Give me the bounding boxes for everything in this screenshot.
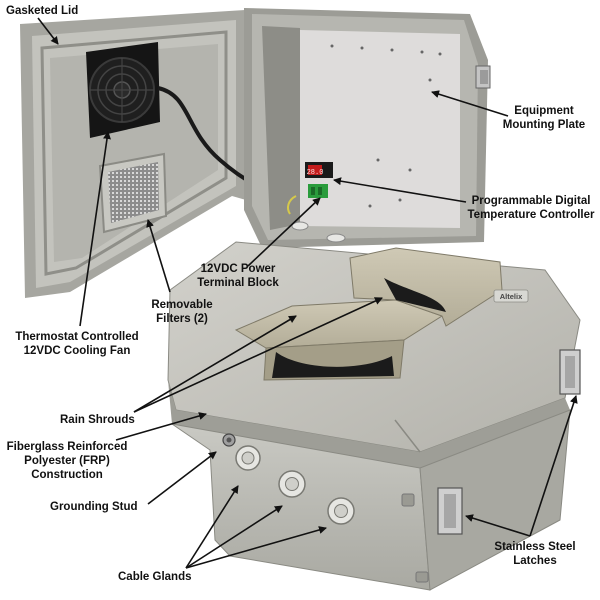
arrow-cable-gland-2 (185, 505, 283, 569)
cable-gland (327, 497, 355, 525)
arrow-rain-shroud-1 (133, 315, 297, 413)
cooling-fan (86, 42, 160, 138)
arrow-frp (115, 412, 207, 441)
latch-right (559, 349, 581, 395)
label-cooling-fan: Thermostat Controlled 12VDC Cooling Fan (15, 331, 139, 357)
svg-text:Altelix: Altelix (500, 292, 523, 301)
mounting-tab (401, 493, 415, 507)
rain-shroud-front (234, 299, 444, 381)
label-programmable-controller: Programmable Digital Temperature Control… (467, 195, 595, 221)
arrow-controller (333, 177, 467, 203)
terminal-block (287, 184, 328, 215)
label-equipment-mounting-plate: Equipment Mounting Plate (502, 105, 586, 131)
arrow-mounting-plate (431, 90, 509, 117)
arrow-grounding-stud (147, 451, 217, 505)
label-stainless-latches: Stainless Steel Latches (494, 541, 576, 567)
label-gasketed-lid: Gasketed Lid (6, 5, 79, 17)
cable-gland (278, 470, 306, 498)
arrow-cable-gland-1 (185, 485, 239, 569)
arrow-latch-2 (465, 514, 531, 537)
arrow-rain-shroud-2 (133, 297, 383, 413)
svg-text:28.0: 28.0 (307, 169, 324, 177)
mounting-tab (415, 571, 429, 583)
label-rain-shrouds: Rain Shrouds (60, 414, 135, 426)
knockout-hole (326, 233, 346, 243)
rain-shroud-back (349, 247, 503, 327)
callout-arrows (37, 17, 578, 569)
arrow-terminal-block (247, 197, 321, 267)
label-power-terminal-block: 12VDC Power Terminal Block (197, 263, 279, 289)
arrow-gasketed-lid (37, 17, 59, 45)
temperature-controller: 28.0 (305, 162, 333, 178)
filter-vent (98, 152, 168, 234)
arrow-cooling-fan (79, 131, 111, 327)
label-removable-filters: Removable Filters (2) (151, 299, 213, 325)
latch-front (437, 487, 463, 535)
label-cable-glands: Cable Glands (118, 571, 192, 583)
mounting-plate (300, 30, 460, 228)
arrow-cable-gland-3 (185, 526, 327, 569)
grounding-stud (222, 433, 236, 447)
brand-badge: Altelix (493, 289, 529, 303)
cable-gland (235, 445, 261, 471)
knockout-hole (291, 221, 309, 231)
label-grounding-stud: Grounding Stud (50, 501, 138, 513)
arrow-filters (146, 219, 171, 293)
arrow-latch-1 (529, 395, 578, 537)
label-frp-construction: Fiberglass Reinforced Polyester (FRP) Co… (6, 441, 128, 481)
latch-top (475, 65, 491, 89)
